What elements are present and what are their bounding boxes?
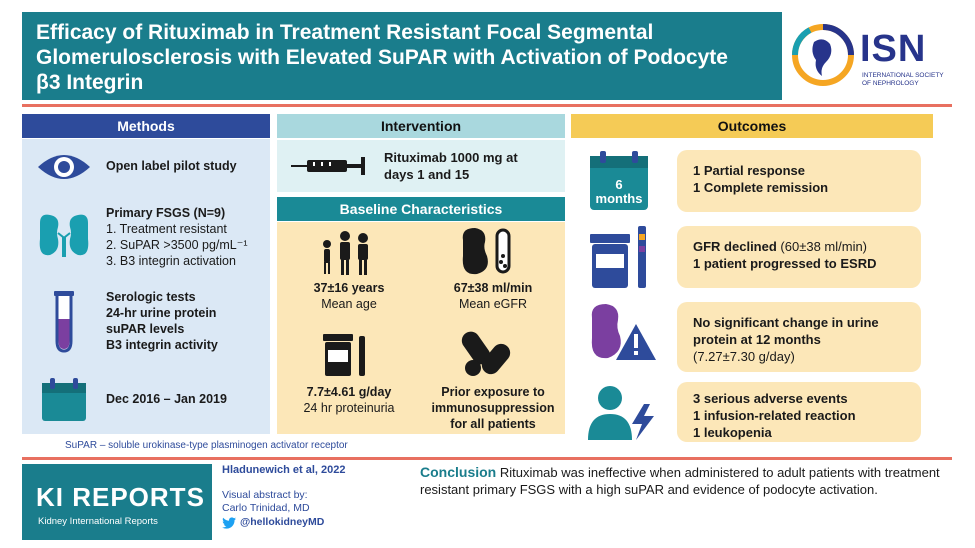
method-item-population: Primary FSGS (N=9) 1. Treatment resistan… bbox=[22, 205, 270, 269]
people-icon bbox=[323, 231, 368, 275]
citation: Hladunewich et al, 2022 bbox=[222, 464, 346, 476]
intervention-line-2: days 1 and 15 bbox=[384, 167, 470, 182]
urine-container-icon bbox=[323, 334, 365, 376]
syringe-icon bbox=[291, 157, 365, 175]
kidneys-icon bbox=[39, 214, 89, 257]
isn-logo: ISN INTERNATIONAL SOCIETY OF NEPHROLOGY bbox=[782, 12, 952, 100]
method-test-4: B3 integrin activity bbox=[106, 338, 218, 352]
intervention-heading: Intervention bbox=[277, 114, 565, 138]
method-dates-text: Dec 2016 – Jan 2019 bbox=[106, 392, 227, 406]
intervention-panel: Rituximab 1000 mg at days 1 and 15 bbox=[277, 140, 565, 192]
outcome-esrd: 1 patient progressed to ESRD bbox=[693, 256, 877, 271]
ki-reports-logo: KI REPORTS Kidney International Reports bbox=[22, 464, 212, 540]
methods-heading: Methods bbox=[22, 114, 270, 138]
method-criterion-1: 1. Treatment resistant bbox=[106, 222, 227, 236]
stat-proteinuria-label: 24 hr proteinuria bbox=[303, 401, 395, 415]
isn-logo-text: ISN bbox=[860, 28, 927, 70]
eye-icon bbox=[38, 155, 90, 179]
isn-globe-icon bbox=[791, 24, 854, 86]
method-item-study: Open label pilot study bbox=[22, 149, 270, 185]
outcomes-heading: Outcomes bbox=[571, 114, 933, 138]
calendar-6-months-label: 6 months bbox=[586, 178, 652, 206]
stat-proteinuria-value: 7.7±4.61 g/day bbox=[306, 385, 392, 399]
pills-icon bbox=[461, 331, 511, 376]
outcome-protein-value: (7.27±7.30 g/day) bbox=[693, 349, 795, 364]
stat-mean-egfr-label: Mean eGFR bbox=[458, 297, 528, 311]
method-study-text: Open label pilot study bbox=[106, 159, 237, 173]
twitter-icon bbox=[222, 516, 236, 529]
baseline-panel: 37±16 years Mean age 67±38 ml/min Mean e… bbox=[277, 222, 565, 434]
outcome-protein-line-2: protein at 12 months bbox=[693, 332, 821, 347]
outcome-infusion-reaction: 1 infusion-related reaction bbox=[693, 408, 856, 423]
outcome-complete-remission: 1 Complete remission bbox=[693, 180, 829, 195]
test-tube-icon bbox=[54, 291, 74, 353]
stat-proteinuria: 7.7±4.61 g/day 24 hr proteinuria bbox=[277, 384, 421, 416]
method-criterion-2: 2. SuPAR >3500 pg/mL⁻¹ bbox=[106, 238, 248, 252]
method-item-tests: Serologic tests 24-hr urine protein suPA… bbox=[22, 289, 270, 355]
suPAR-footnote: SuPAR – soluble urokinase-type plasminog… bbox=[65, 440, 348, 451]
baseline-heading: Baseline Characteristics bbox=[277, 197, 565, 221]
outcome-gfr-declined: GFR declined bbox=[693, 239, 777, 254]
method-test-3: suPAR levels bbox=[106, 322, 185, 336]
outcome-leukopenia: 1 leukopenia bbox=[693, 425, 772, 440]
credit-line-1: Visual abstract by: bbox=[222, 489, 308, 501]
method-item-dates: Dec 2016 – Jan 2019 bbox=[22, 377, 270, 423]
kidney-eye-icon bbox=[462, 228, 511, 275]
method-test-1: Serologic tests bbox=[106, 290, 196, 304]
conclusion: Conclusion Rituximab was ineffective whe… bbox=[420, 464, 950, 498]
stat-mean-age-label: Mean age bbox=[321, 297, 377, 311]
urine-sample-icon bbox=[590, 226, 646, 288]
header-banner: Efficacy of Rituximab in Treatment Resis… bbox=[22, 12, 952, 100]
methods-panel: Open label pilot study Primary FSGS (N=9… bbox=[22, 139, 270, 434]
stat-prior-exposure: Prior exposure to immunosuppression for … bbox=[421, 384, 565, 432]
calendar-number: 6 bbox=[615, 177, 623, 192]
outcome-card-gfr: GFR declined (60±38 ml/min) 1 patient pr… bbox=[677, 226, 921, 288]
ki-reports-subtitle: Kidney International Reports bbox=[38, 516, 158, 527]
person-lightning-icon bbox=[588, 386, 654, 440]
calendar-6-months-icon bbox=[590, 151, 648, 210]
page-title: Efficacy of Rituximab in Treatment Resis… bbox=[36, 21, 728, 94]
credit-line-2: Carlo Trinidad, MD bbox=[222, 502, 310, 514]
kidney-warning-icon bbox=[591, 304, 656, 360]
stat-prior-exposure-line-2: immunosuppression bbox=[431, 401, 555, 415]
twitter-handle-row[interactable]: @hellokidneyMD bbox=[222, 516, 412, 529]
footer-divider bbox=[22, 457, 952, 460]
outcome-partial-response: 1 Partial response bbox=[693, 163, 805, 178]
calendar-icon bbox=[42, 378, 86, 421]
isn-logo-subtitle: INTERNATIONAL SOCIETY OF NEPHROLOGY bbox=[862, 72, 944, 87]
outcome-protein-line-1: No significant change in urine bbox=[693, 315, 879, 330]
credits: Hladunewich et al, 2022 Visual abstract … bbox=[222, 464, 412, 529]
conclusion-label: Conclusion bbox=[420, 464, 497, 480]
stat-mean-egfr: 67±38 ml/min Mean eGFR bbox=[421, 280, 565, 312]
outcome-card-response: 1 Partial response 1 Complete remission bbox=[677, 150, 921, 212]
outcome-card-adverse: 3 serious adverse events 1 infusion-rela… bbox=[677, 382, 921, 442]
header-divider bbox=[22, 104, 952, 107]
method-population-title: Primary FSGS (N=9) bbox=[106, 206, 226, 220]
stat-prior-exposure-line-3: for all patients bbox=[450, 417, 536, 431]
twitter-handle: @hellokidneyMD bbox=[240, 516, 325, 528]
outcome-adverse-events: 3 serious adverse events bbox=[693, 391, 848, 406]
conclusion-text: Rituximab was ineffective when administe… bbox=[420, 465, 940, 497]
stat-prior-exposure-line-1: Prior exposure to bbox=[441, 385, 545, 399]
calendar-unit: months bbox=[595, 191, 643, 206]
outcome-gfr-value: (60±38 ml/min) bbox=[776, 239, 868, 254]
method-criterion-3: 3. B3 integrin activation bbox=[106, 254, 236, 268]
outcome-card-protein: No significant change in urine protein a… bbox=[677, 302, 921, 372]
intervention-line-1: Rituximab 1000 mg at bbox=[384, 150, 518, 165]
stat-mean-age: 37±16 years Mean age bbox=[277, 280, 421, 312]
ki-reports-title: KI REPORTS bbox=[36, 482, 205, 512]
method-test-2: 24-hr urine protein bbox=[106, 306, 217, 320]
stat-mean-egfr-value: 67±38 ml/min bbox=[453, 281, 533, 295]
stat-mean-age-value: 37±16 years bbox=[313, 281, 385, 295]
